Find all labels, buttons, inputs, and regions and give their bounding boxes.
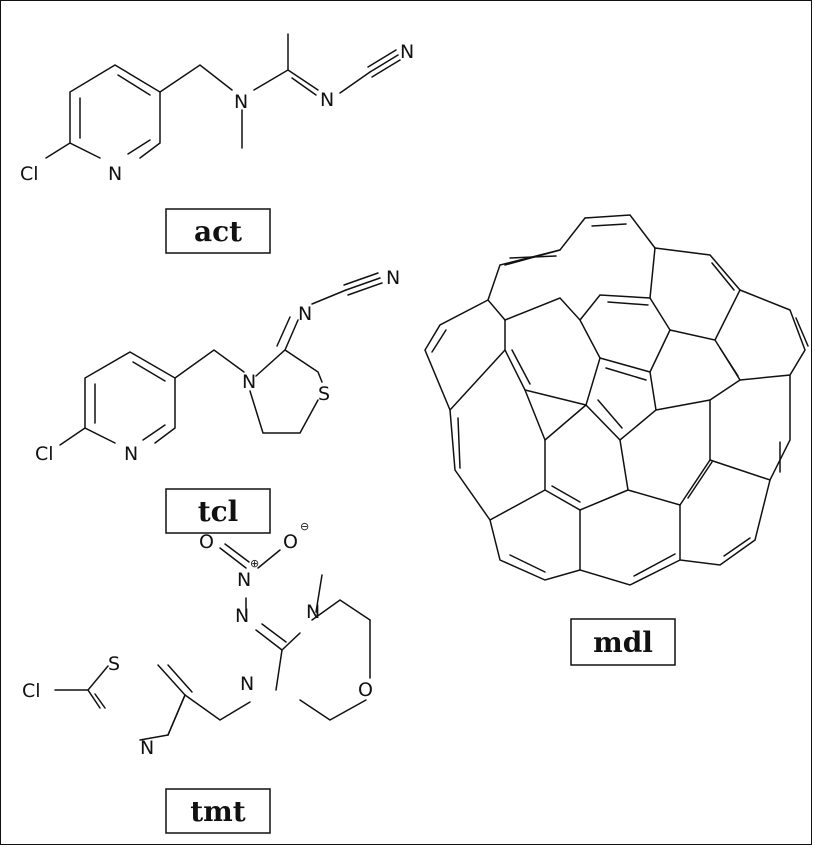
mdl-label-text: mdl (593, 626, 653, 659)
act-nitrile-n-atom: N (400, 41, 414, 63)
tmt-label: tmt (165, 788, 271, 834)
act-cl-atom: Cl (20, 163, 39, 185)
tmt-plus-charge: ⊕ (250, 557, 259, 570)
tmt-nitro-n-atom: N (237, 569, 251, 591)
tmt-cl-atom: Cl (22, 680, 41, 702)
tcl-label-text: tcl (198, 495, 239, 528)
act-label-text: act (194, 215, 242, 248)
tcl-label: tcl (165, 488, 271, 534)
tcl-structure: Cl N N S N N (35, 267, 400, 465)
tcl-amine-n-atom: N (242, 371, 256, 393)
tcl-nitrile-n-atom: N (386, 267, 400, 289)
tmt-minus-charge: ⊖ (300, 520, 309, 533)
tmt-ring-o-atom: O (358, 679, 373, 701)
tcl-imine-n-atom: N (298, 303, 312, 325)
act-amine-n-atom: N (234, 91, 248, 113)
tmt-s-atom: S (108, 653, 120, 675)
act-imine-n-atom: N (320, 89, 334, 111)
tcl-cl-atom: Cl (35, 443, 54, 465)
tmt-thiazole-n-atom: N (140, 737, 154, 759)
tcl-s-atom: S (318, 383, 330, 405)
mdl-structure (424, 214, 809, 586)
act-label: act (165, 208, 271, 254)
act-structure: Cl N N N N (20, 33, 414, 185)
act-ring-n-atom: N (108, 163, 122, 185)
tmt-ring-n2-atom: N (306, 601, 320, 623)
tmt-label-text: tmt (190, 795, 246, 828)
tmt-imine-n-atom: N (235, 605, 249, 627)
tmt-ring-n1-atom: N (240, 673, 254, 695)
mdl-label: mdl (570, 618, 676, 666)
tcl-ring-n-atom: N (124, 443, 138, 465)
tmt-structure: Cl S N N N N N O O O ⊕ ⊖ (22, 520, 373, 759)
tmt-nitro-o-left-atom: O (199, 531, 214, 553)
tmt-nitro-o-right-atom: O (283, 531, 298, 553)
